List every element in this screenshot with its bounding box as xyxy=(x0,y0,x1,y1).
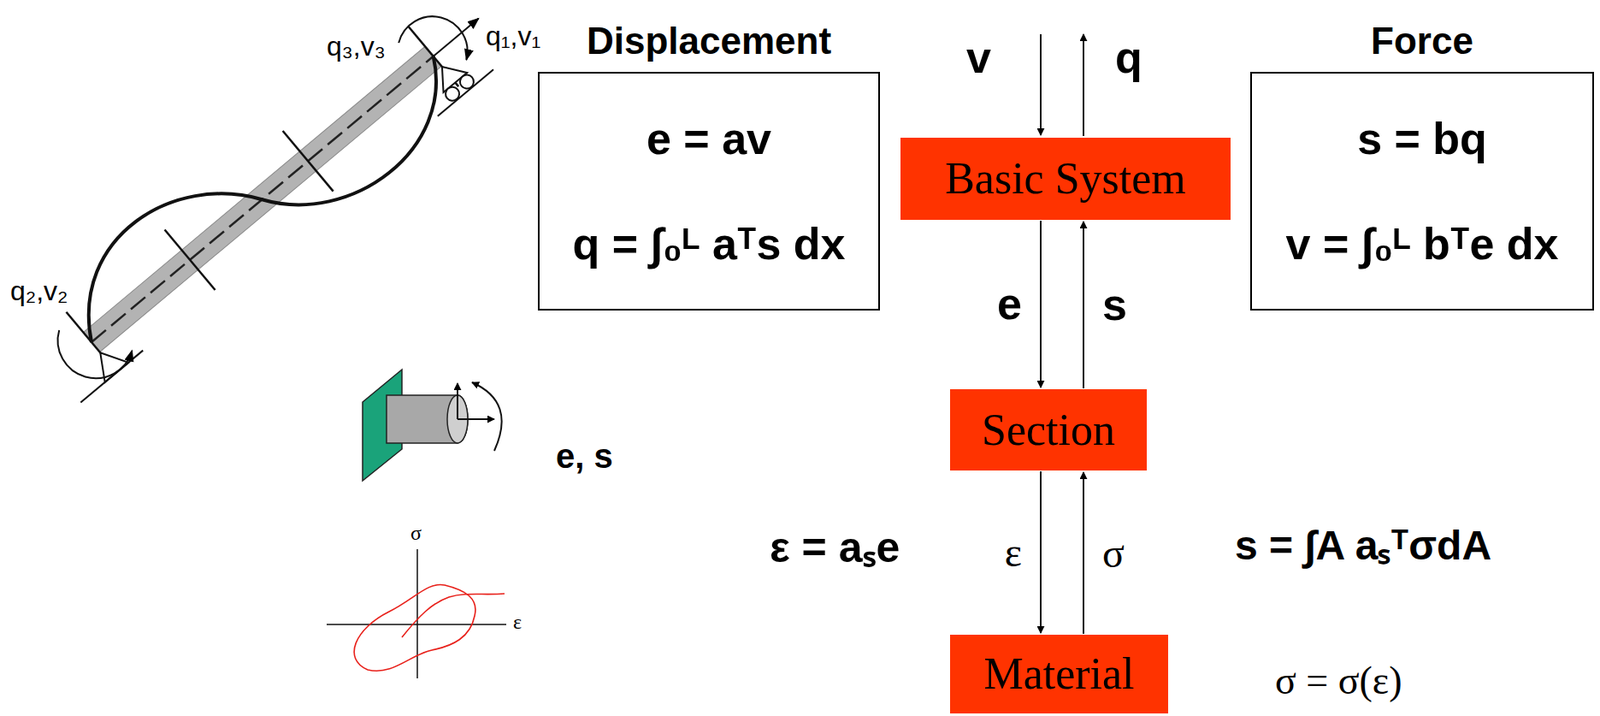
displacement-box: Displacement e = av q = ∫₀ᴸ aᵀs dx xyxy=(537,18,880,311)
basic-system-box: Basic System xyxy=(900,137,1231,220)
hysteresis-loop xyxy=(401,593,505,638)
formula-frame: e = av q = ∫₀ᴸ aᵀs dx xyxy=(537,71,880,311)
formula-label: ε = aₛe xyxy=(769,523,900,573)
moment-arrow xyxy=(46,302,136,394)
beam-drawing xyxy=(14,0,519,420)
stress-axis xyxy=(416,549,419,679)
flow-arrow xyxy=(1082,221,1085,389)
output-label: q xyxy=(1115,32,1143,84)
flow-arrow xyxy=(1039,471,1042,633)
flow-label: e xyxy=(997,278,1022,331)
moment-arrow xyxy=(472,382,502,451)
strain-axis xyxy=(326,623,507,626)
axis-label: ε xyxy=(513,610,522,635)
formula-label: s = ∫A aₛᵀσdA xyxy=(1234,521,1492,569)
formula: q = ∫₀ᴸ aᵀs dx xyxy=(572,217,846,271)
section-icon xyxy=(362,369,502,481)
flow-label: ε xyxy=(1004,528,1022,576)
box-label: Basic System xyxy=(944,153,1187,203)
box-label: Material xyxy=(983,649,1134,698)
ground-line xyxy=(80,350,143,403)
hysteresis-loop xyxy=(354,584,476,671)
input-label: v xyxy=(966,32,992,84)
force-arrow xyxy=(456,383,459,420)
formula: e = av xyxy=(646,112,772,166)
output-arrow xyxy=(1082,34,1085,136)
roller xyxy=(457,71,478,92)
deformed-shape xyxy=(50,6,473,390)
section-tick xyxy=(165,229,216,290)
ground-line xyxy=(437,69,494,117)
flow-arrow xyxy=(1082,472,1085,634)
force-box: Force s = bq v = ∫₀ᴸ bᵀe dx xyxy=(1250,18,1595,311)
cylinder xyxy=(386,395,468,443)
flow-arrow xyxy=(1039,220,1042,388)
section-label: e, s xyxy=(555,436,614,476)
force-arrow xyxy=(457,418,495,420)
moment-arrow xyxy=(394,2,478,87)
material-box: Material xyxy=(950,634,1169,714)
axial-force-arrow xyxy=(433,18,479,57)
roller xyxy=(442,83,463,104)
input-arrow xyxy=(1039,34,1042,136)
section-tick xyxy=(283,130,334,192)
dof-label: q₃,v₃ xyxy=(326,30,386,63)
dof-label: q₂,v₂ xyxy=(10,275,69,308)
dof-label: q₁,v₁ xyxy=(485,20,541,53)
box-heading: Force xyxy=(1370,18,1474,64)
box-label: Section xyxy=(981,405,1116,455)
section-box: Section xyxy=(950,389,1147,471)
flow-label: σ xyxy=(1102,529,1125,577)
axis-label: σ xyxy=(410,521,422,546)
formula-frame: s = bq v = ∫₀ᴸ bᵀe dx xyxy=(1250,71,1595,311)
formula: v = ∫₀ᴸ bᵀe dx xyxy=(1286,217,1559,271)
flow-label: s xyxy=(1102,279,1128,331)
formula: s = bq xyxy=(1357,112,1488,166)
formula-label: σ = σ(ε) xyxy=(1275,658,1403,704)
box-heading: Displacement xyxy=(586,18,832,64)
stress-strain-plot xyxy=(326,549,507,679)
